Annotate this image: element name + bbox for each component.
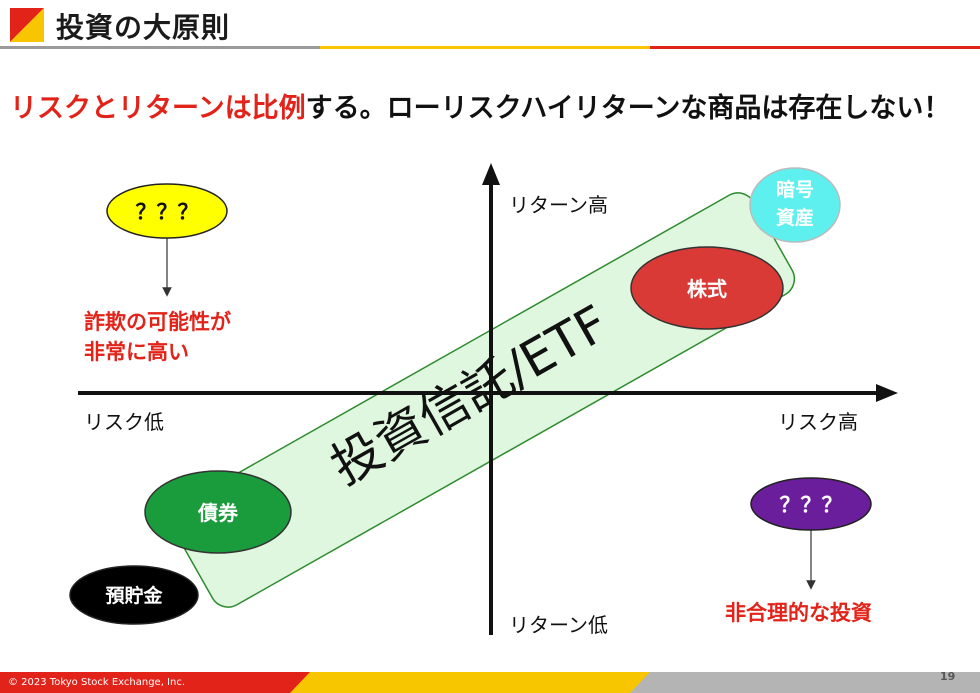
y-axis-arrowhead [482,163,500,185]
unknown-low-risk-label: ？？？ [136,200,199,224]
bonds-ellipse [144,470,292,554]
stocks-label: 株式 [687,277,727,301]
fraud-note-line1: 詐欺の可能性が [84,310,231,334]
crypto-ellipse [749,167,841,243]
x-axis-arrowhead [876,384,898,402]
footer-bar [0,672,980,693]
risk-high-label: リスク高 [778,410,858,434]
bonds-label: 債券 [197,501,239,525]
savings-label: 預貯金 [105,584,163,607]
risk-low-label: リスク低 [84,410,164,434]
page-title: 投資の大原則 [56,11,231,44]
headline-rest: する。ローリスクハイリターンな商品は存在しない！ [305,93,951,124]
headline-highlight: リスクとリターンは比例 [10,93,306,124]
tse-logo [10,8,44,42]
return-high-label: リターン高 [509,193,608,217]
fraud-note: 詐欺の可能性が 非常に高い [84,307,231,367]
page-number: 19 [940,670,956,683]
headline: リスクとリターンは比例する。ローリスクハイリターンな商品は存在しない！ [10,86,950,125]
unknown-high-risk-ellipse [750,477,872,531]
copyright: © 2023 Tokyo Stock Exchange, Inc. [8,677,186,688]
return-low-label: リターン低 [509,613,608,637]
unknown-low-risk-ellipse [106,183,228,239]
stocks-ellipse [630,246,784,330]
savings-ellipse [69,565,199,625]
unknown-high-risk-label: ？？？ [780,493,843,517]
crypto-label-line2: 資産 [776,206,814,229]
irrational-note: 非合理的な投資 [725,601,872,625]
crypto-label-line1: 暗号 [776,178,814,201]
title-divider [0,46,980,49]
fraud-note-line2: 非常に高い [84,340,189,364]
